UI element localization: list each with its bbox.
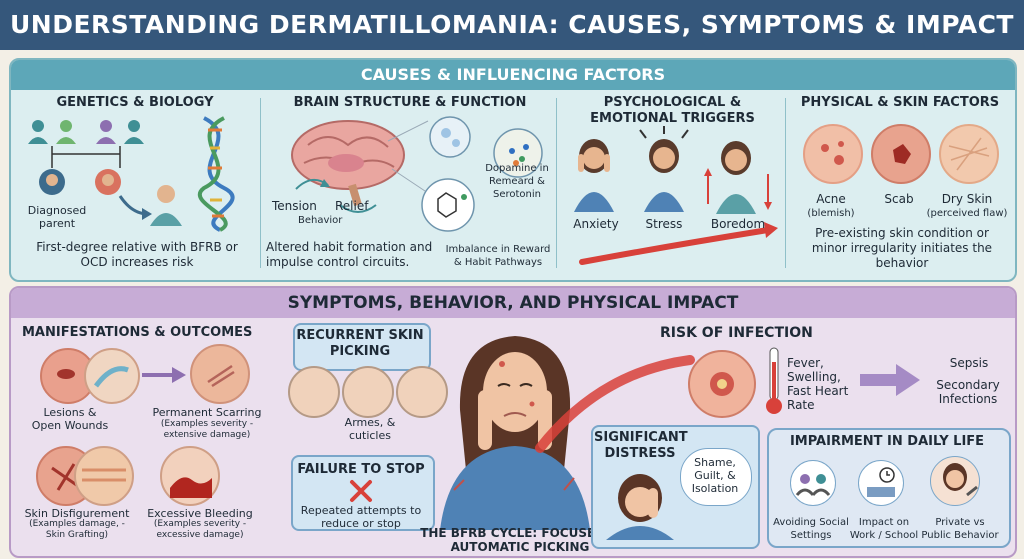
bleeding-label: Excessive Bleeding [147, 507, 253, 520]
anxiety-label: Anxiety [573, 217, 619, 231]
behavior-label: Behavior [298, 215, 343, 226]
scarring-sub-label: (Examples severity - extensive damage) [160, 419, 254, 440]
arrow-right-icon [142, 367, 186, 383]
genetics-caption: First-degree relative with BFRB or OCD i… [36, 240, 238, 269]
emotional-triggers-icon [574, 126, 778, 265]
distress-heading: SIGNIFICANT DISTRESS [594, 430, 688, 461]
acne-label: Acne [816, 192, 846, 206]
diagnosed-parent-label: Diagnosed parent [27, 204, 87, 230]
avoid-social-label: Avoiding Social Settings [773, 517, 849, 541]
cuticle-picking-image [396, 366, 448, 418]
infection-signs: Fever, Swelling, Fast Heart Rate [787, 356, 849, 412]
lesions-label: Lesions & Open Wounds [31, 406, 109, 432]
scarring-image [190, 344, 250, 404]
skin-layers-image [74, 446, 134, 506]
physical-caption: Pre-existing skin condition or minor irr… [811, 226, 993, 270]
secondary-infections-label: Secondary Infections [936, 378, 1000, 406]
social-group-icon [790, 460, 836, 506]
disfigurement-label: Skin Disfigurement [24, 507, 130, 520]
bleeding-sub-label: (Examples severity - excessive damage) [153, 519, 247, 540]
failure-caption: Repeated attempts to reduce or stop [300, 504, 422, 530]
divider [556, 98, 557, 268]
dry-skin-sub-label: (perceived flaw) [926, 208, 1008, 219]
scab-image [871, 124, 931, 184]
family-tree-icon [28, 116, 235, 232]
infection-arrow-icon [535, 355, 695, 453]
divider [260, 98, 261, 268]
recurrent-heading: RECURRENT SKIN PICKING [296, 328, 424, 359]
sepsis-label: Sepsis [949, 356, 989, 370]
sepsis-arrow-icon [860, 364, 920, 396]
symptoms-heading: SYMPTOMS, BEHAVIOR, AND PHYSICAL IMPACT [11, 288, 1015, 318]
armes-label: Armes, & cuticles [344, 416, 396, 442]
scab-label: Scab [884, 192, 914, 206]
divider [785, 98, 786, 268]
dry-skin-image [939, 124, 999, 184]
x-mark-icon [350, 480, 372, 502]
sad-person-icon [606, 474, 674, 540]
page-title: UNDERSTANDING DERMATILLOMANIA: CAUSES, S… [0, 0, 1024, 50]
psych-heading: PSYCHOLOGICAL & EMOTIONAL TRIGGERS [590, 95, 755, 126]
stress-label: Stress [645, 217, 683, 231]
dopamine-label: Dopamine in Remeard & Serotonin [485, 163, 549, 200]
hand-picking-image [84, 348, 140, 404]
mirror-makeup-icon [930, 456, 980, 506]
failure-heading: FAILURE TO STOP [297, 462, 425, 477]
relief-label: Relief [335, 199, 369, 213]
daily-life-heading: IMPAIRMENT IN DAILY LIFE [789, 434, 985, 449]
clock-desk-icon [858, 460, 904, 506]
distress-bubble-text: Shame, Guilt, & Isolation [691, 456, 739, 495]
disfigurement-sub-label: (Examples damage, - Skin Grafting) [29, 519, 125, 540]
acne-sub-label: (blemish) [807, 208, 855, 219]
arm-picking-image [342, 366, 394, 418]
infection-heading: RISK OF INFECTION [660, 325, 813, 341]
imbalance-label: Imbalance in Reward & Habit Pathways [445, 244, 551, 268]
thought-bubble [680, 448, 752, 506]
manifestations-heading: MANIFESTATIONS & OUTCOMES [22, 325, 253, 340]
work-school-label: Impact on Work / School [849, 517, 919, 541]
thermometer-icon [766, 347, 782, 414]
brain-caption: Altered habit formation and impulse cont… [266, 240, 433, 269]
bfrb-cycle-label: THE BFRB CYCLE: FOCUSED & AUTOMATIC PICK… [420, 526, 620, 554]
bleeding-image [160, 446, 220, 506]
brain-heading: BRAIN STRUCTURE & FUNCTION [293, 95, 527, 110]
genetics-heading: GENETICS & BIOLOGY [56, 95, 214, 110]
infected-wound-image [688, 350, 756, 418]
acne-image [803, 124, 863, 184]
scarring-label: Permanent Scarring [152, 406, 262, 419]
physical-heading: PHYSICAL & SKIN FACTORS [800, 95, 1000, 110]
tension-label: Tension [272, 199, 317, 213]
brain-icon [291, 116, 543, 232]
causes-heading: CAUSES & INFLUENCING FACTORS [11, 60, 1015, 90]
private-public-label: Private vs Public Behavior [921, 517, 999, 541]
dry-skin-label: Dry Skin [941, 192, 993, 206]
face-picking-image [288, 366, 340, 418]
boredom-label: Boredom [710, 217, 766, 231]
